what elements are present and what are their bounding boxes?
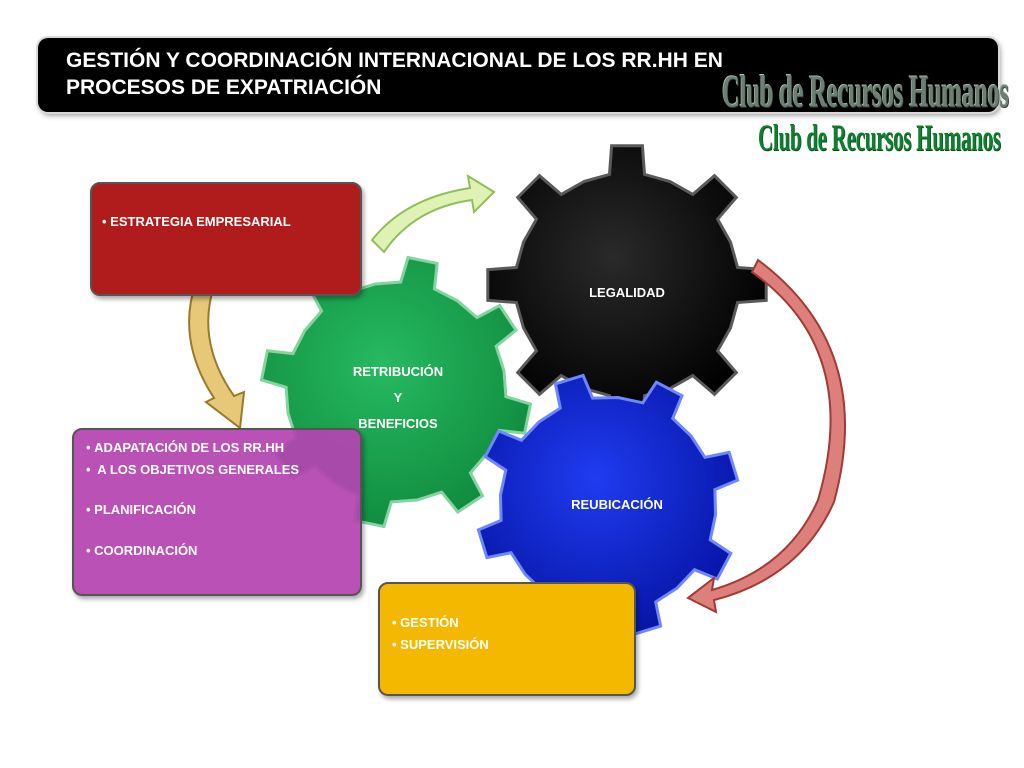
box-gestion: GESTIÓN SUPERVISIÓN	[378, 582, 636, 696]
arrow-gold	[188, 280, 246, 430]
gear-label-retribucion-line2: Y	[393, 390, 403, 405]
watermark-back: Club de Recursos Humanos	[722, 65, 1009, 117]
list-item: ESTRATEGIA EMPRESARIAL	[102, 214, 360, 230]
page-title: GESTIÓN Y COORDINACIÓN INTERNACIONAL DE …	[66, 47, 826, 101]
box-adaptacion: ADAPATACIÓN DE LOS RR.HH A LOS OBJETIVOS…	[72, 428, 362, 596]
list-item: SUPERVISIÓN	[392, 637, 634, 653]
gear-label-reubicacion: REUBICACIÓN	[571, 497, 663, 512]
gear-label-retribucion-line3: BENEFICIOS	[358, 416, 438, 431]
list-estrategia: ESTRATEGIA EMPRESARIAL	[102, 214, 360, 230]
list-gestion: GESTIÓN SUPERVISIÓN	[392, 615, 634, 653]
list-item: A LOS OBJETIVOS GENERALES	[86, 462, 360, 478]
gear-label-retribucion: RETRIBUCIÓN Y BENEFICIOS	[328, 359, 468, 437]
box-estrategia: ESTRATEGIA EMPRESARIAL	[90, 182, 362, 296]
title-bar: GESTIÓN Y COORDINACIÓN INTERNACIONAL DE …	[38, 38, 998, 112]
list-item: PLANIFICACIÓN	[86, 502, 360, 518]
list-item: ADAPATACIÓN DE LOS RR.HH	[86, 440, 360, 456]
arrow-green	[370, 173, 496, 254]
arrow-red	[686, 258, 846, 614]
gear-label-legalidad: LEGALIDAD	[589, 285, 665, 300]
list-adaptacion: ADAPATACIÓN DE LOS RR.HH A LOS OBJETIVOS…	[86, 440, 360, 559]
title-line-2: PROCESOS DE EXPATRIACIÓN	[66, 76, 382, 99]
watermark-front: Club de Recursos Humanos	[758, 118, 1001, 159]
list-item: GESTIÓN	[392, 615, 634, 631]
gear-reubicacion	[476, 373, 740, 637]
title-line-1: GESTIÓN Y COORDINACIÓN INTERNACIONAL DE …	[66, 49, 723, 72]
gear-label-retribucion-line1: RETRIBUCIÓN	[352, 364, 444, 379]
list-item: COORDINACIÓN	[86, 543, 360, 559]
